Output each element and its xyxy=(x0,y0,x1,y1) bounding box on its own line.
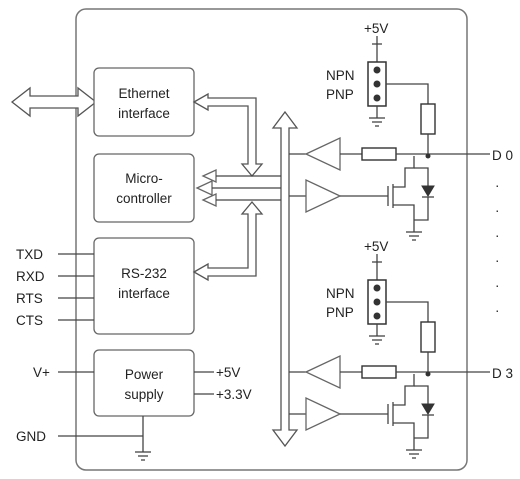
ethernet-port-arrow xyxy=(10,86,98,118)
power-label-2: supply xyxy=(124,387,163,402)
d3-output-driver xyxy=(305,396,342,432)
rs232-interface-block: RS-232 interface xyxy=(93,237,195,335)
ethernet-interface-block: Ethernet interface xyxy=(93,67,195,137)
d3-output-label: D 3 xyxy=(492,366,513,381)
power-supply-block: Power supply xyxy=(93,349,195,417)
power-label-1: Power xyxy=(125,367,164,382)
d3-pnp-label: PNP xyxy=(326,305,354,320)
d3-series-resistor xyxy=(361,365,397,379)
ellipsis-dot: · xyxy=(495,253,500,268)
serial-signals: TXD RXD RTS CTS xyxy=(16,247,94,328)
d0-supply-label: +5V xyxy=(364,21,388,36)
channel-ellipsis: · · · · · · xyxy=(495,178,500,318)
ethernet-label-2: interface xyxy=(118,106,170,121)
micro-label-1: Micro- xyxy=(125,171,163,186)
d0-output-label: D 0 xyxy=(492,148,513,163)
rs232-label-2: interface xyxy=(118,286,170,301)
ground-symbol xyxy=(135,451,151,461)
d0-pnp-label: PNP xyxy=(326,87,354,102)
gnd-label: GND xyxy=(16,429,46,444)
cts-label: CTS xyxy=(16,313,43,328)
ellipsis-dot: · xyxy=(495,303,500,318)
bus-rs232-micro xyxy=(192,200,264,282)
rts-label: RTS xyxy=(16,291,43,306)
ellipsis-dot: · xyxy=(495,178,500,193)
d3-npn-label: NPN xyxy=(326,286,355,301)
d0-npn-label: NPN xyxy=(326,68,355,83)
d0-pullup-resistor xyxy=(420,103,436,135)
micro-bus-taps xyxy=(195,168,281,208)
d0-diode xyxy=(421,185,435,197)
d3-diode xyxy=(421,403,435,415)
internal-io-bus xyxy=(271,110,299,448)
ellipsis-dot: · xyxy=(495,203,500,218)
channel-d3: +5V NPN PNP D 3 xyxy=(289,239,513,459)
power-wiring: V+ +5V +3.3V GND xyxy=(16,365,252,461)
rxd-label: RXD xyxy=(16,269,45,284)
microcontroller-block: Micro- controller xyxy=(93,153,195,223)
d3-supply-label: +5V xyxy=(364,239,388,254)
vplus-label: V+ xyxy=(33,365,50,380)
txd-label: TXD xyxy=(16,247,43,262)
d0-series-resistor xyxy=(361,147,397,161)
d3-pullup-resistor xyxy=(420,321,436,353)
d0-output-driver xyxy=(305,178,342,214)
ellipsis-dot: · xyxy=(495,278,500,293)
ethernet-label-1: Ethernet xyxy=(118,86,169,101)
rail-5v-label: +5V xyxy=(216,365,240,380)
rs232-label-1: RS-232 xyxy=(121,266,167,281)
channel-d0: +5V NPN PNP D 0 xyxy=(289,21,513,241)
rail-3v3-label: +3.3V xyxy=(216,387,252,402)
micro-label-2: controller xyxy=(116,191,172,206)
ellipsis-dot: · xyxy=(495,228,500,243)
